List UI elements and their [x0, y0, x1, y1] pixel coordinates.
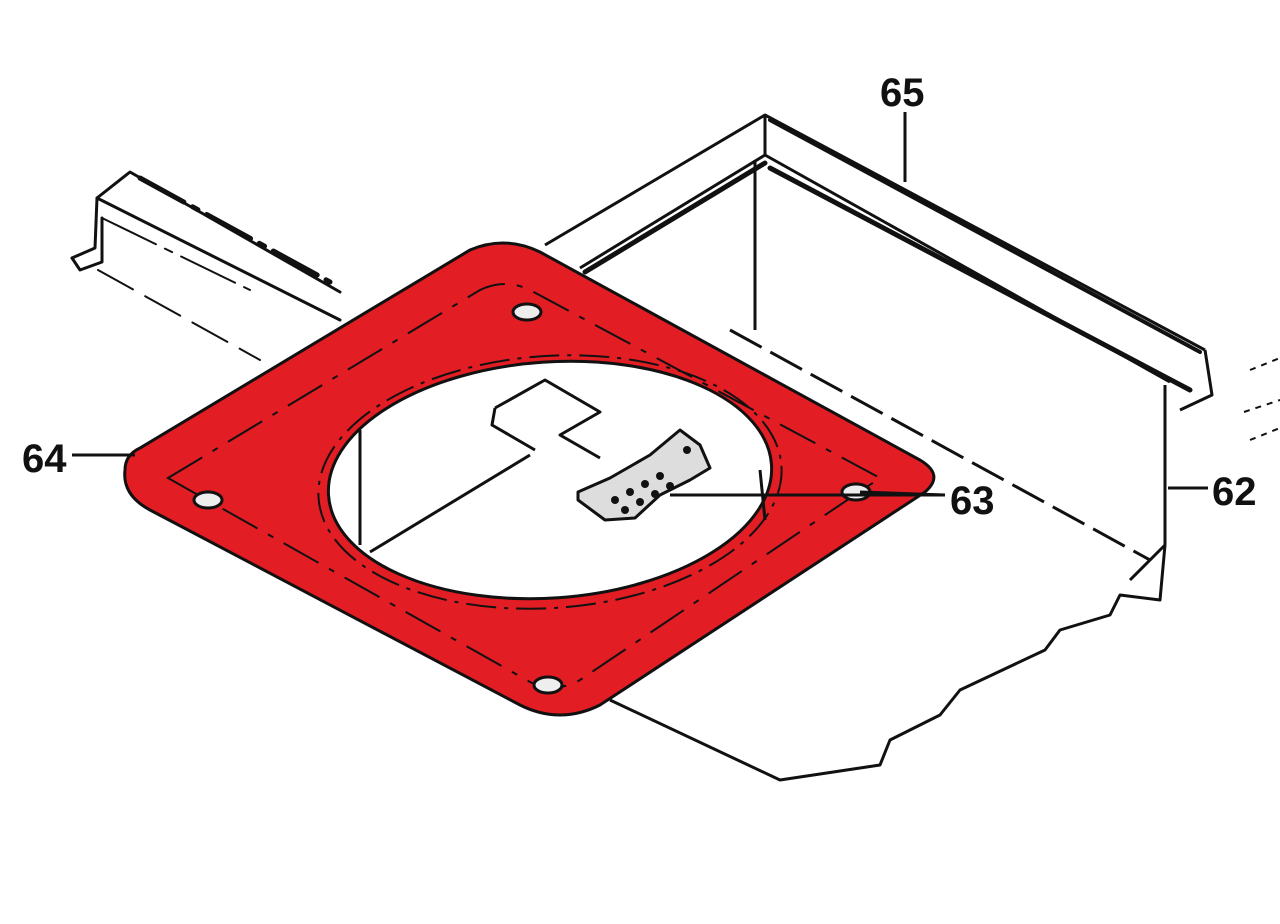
housing-lid	[582, 118, 1202, 393]
callout-62: 62	[1212, 470, 1257, 514]
callout-63: 63	[950, 479, 995, 523]
callout-64: 64	[22, 437, 67, 481]
bracket-clip	[576, 428, 712, 522]
connector-lines	[1243, 357, 1280, 441]
leader-lines	[72, 112, 1208, 497]
leader-63-b	[859, 490, 946, 497]
mounting-flange-plate	[123, 241, 936, 717]
callout-65: 65	[880, 71, 925, 115]
left-rail	[70, 170, 342, 361]
